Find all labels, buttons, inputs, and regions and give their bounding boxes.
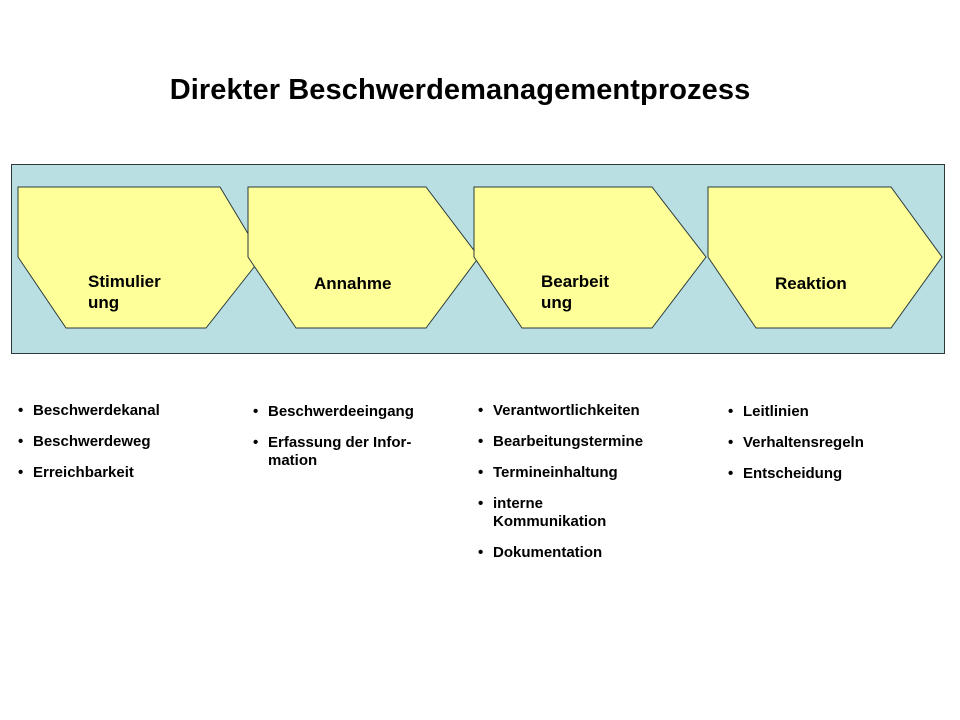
chevron-stimulierung: [17, 186, 263, 329]
bullet-icon: •: [253, 403, 259, 420]
bullet-icon: •: [478, 402, 484, 419]
bullet-icon: •: [18, 402, 24, 419]
bullet-icon: •: [253, 434, 259, 451]
list-reaktion: •Leitlinien •Verhaltensregeln •Entscheid…: [726, 403, 946, 496]
chevron-reaktion: [707, 186, 943, 329]
bullet-icon: •: [728, 465, 734, 482]
bullet-icon: •: [728, 403, 734, 420]
chevron-annahme: [247, 186, 480, 329]
bullet-icon: •: [478, 433, 484, 450]
step-label-bearbeitung: Bearbeit ung: [541, 272, 610, 312]
step-label-reaktion: Reaktion: [775, 274, 847, 293]
list-item: •Bearbeitungstermine: [478, 433, 644, 450]
list-item: •interne Kommunikation: [478, 495, 607, 530]
step-label-annahme: Annahme: [314, 274, 392, 293]
chevron-bearbeitung: [473, 186, 707, 329]
bullet-icon: •: [478, 464, 484, 481]
bullet-icon: •: [18, 464, 24, 481]
list-item: •Dokumentation: [478, 544, 603, 561]
bullet-icon: •: [478, 544, 484, 561]
list-item: •Leitlinien: [728, 403, 809, 420]
bullet-icon: •: [728, 434, 734, 451]
list-item: •Entscheidung: [728, 465, 843, 482]
bullet-icon: •: [18, 433, 24, 450]
list-item: •Termineinhaltung: [478, 464, 618, 481]
step-label-stimulierung: Stimulier ung: [88, 272, 161, 312]
list-item: •Erfassung der Infor- mation: [253, 434, 412, 469]
list-item: •Verhaltensregeln: [728, 434, 864, 451]
list-bearbeitung: •Verantwortlichkeiten •Bearbeitungstermi…: [476, 402, 706, 575]
list-item: •Verantwortlichkeiten: [478, 402, 640, 419]
list-item: •Erreichbarkeit: [18, 464, 134, 481]
list-annahme: •Beschwerdeeingang •Erfassung der Infor-…: [251, 403, 461, 483]
list-stimulierung: •Beschwerdekanal •Beschwerdeweg •Erreich…: [16, 402, 236, 495]
page-title: Direkter Beschwerdemanagementprozess: [169, 74, 751, 106]
list-item: •Beschwerdeweg: [18, 433, 151, 450]
bullet-icon: •: [478, 495, 484, 512]
list-item: •Beschwerdeeingang: [253, 403, 414, 420]
list-item: •Beschwerdekanal: [18, 402, 160, 419]
